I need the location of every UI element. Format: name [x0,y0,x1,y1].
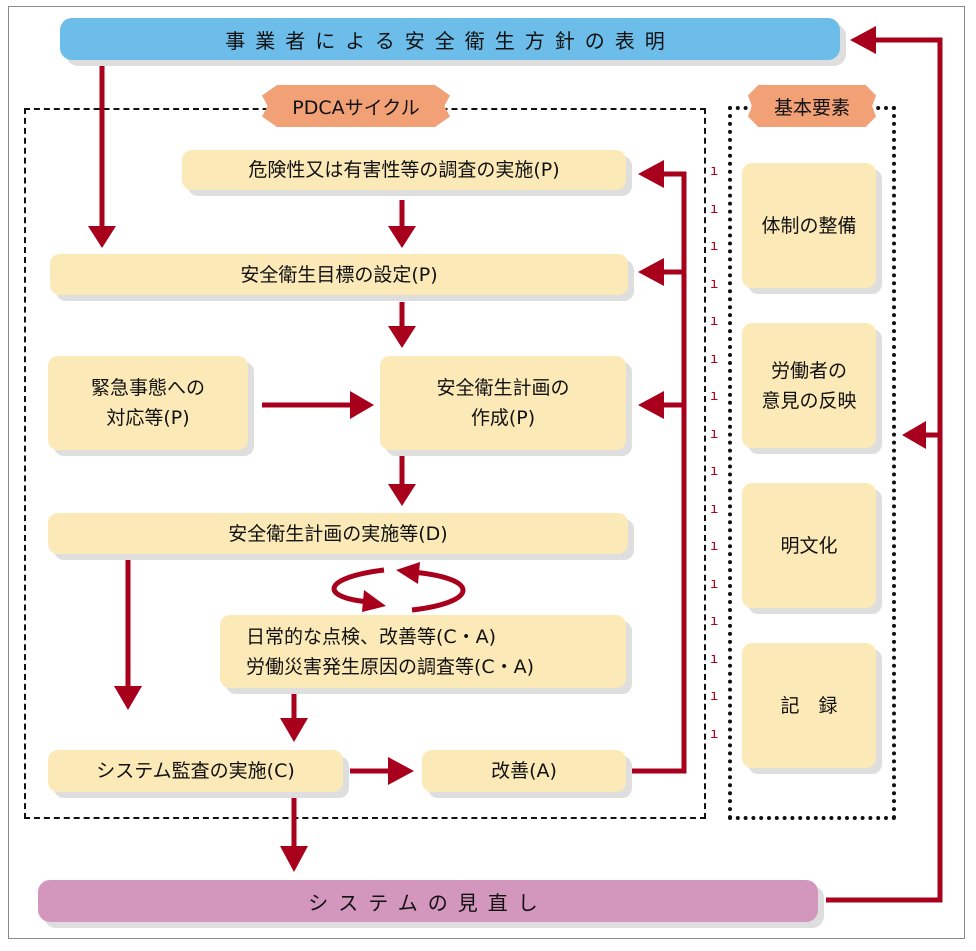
step-emergency: 緊急事態への 対応等(P) [48,356,248,450]
element-documentation: 明文化 [742,483,876,608]
element-label: 明文化 [780,534,838,557]
pdca-cycle-title: PDCAサイクル [292,96,420,119]
connector-mark: ı [710,388,719,404]
step-label-line1: 日常的な点検、改善等(C・A) [246,625,497,648]
step-plan-execution: 安全衛生計画の実施等(D) [48,513,628,554]
system-review-bar: システムの見直し [38,880,818,922]
arrowhead [388,326,416,348]
arrowhead [388,484,416,506]
connector-mark: ı [710,350,719,367]
connector-mark: ı [710,725,719,742]
element-records: 記 録 [742,643,876,768]
arrowhead [850,26,876,54]
connector-mark: ı [710,538,719,554]
arrowhead [114,686,142,710]
step-label: 安全衛生計画の実施等(D) [228,522,448,545]
connector-mark: ı [710,688,719,704]
arrowhead [280,846,308,872]
step-label: 安全衛生目標の設定(P) [240,263,438,286]
arrowhead [396,562,420,584]
arrowhead [362,590,386,612]
connector-mark: ı [710,163,719,179]
arrowhead [88,226,116,248]
policy-statement-label: 事業者による安全衛生方針の表明 [225,28,675,53]
connector-mark: ı [710,613,719,629]
basic-elements-tag: 基本要素 [748,85,876,127]
policy-statement-bar: 事業者による安全衛生方針の表明 [60,18,840,60]
element-label: 記 録 [780,694,838,717]
arrowhead [638,160,664,188]
step-daily-check: 日常的な点検、改善等(C・A) 労働災害発生原因の調査等(C・A) [220,615,626,688]
basic-elements-title: 基本要素 [773,96,850,119]
connector-mark: ı [710,575,719,592]
element-label-line2: 意見の反映 [761,389,857,412]
connector-mark: ı [710,238,719,254]
connector-mark: ı [710,313,719,329]
arrowhead [350,391,374,419]
arrowhead [638,258,664,286]
arrowhead [638,391,664,419]
step-label-line2: 作成(P) [470,407,536,429]
step-improvement: 改善(A) [422,750,626,792]
element-organization: 体制の整備 [742,163,876,288]
arrowhead [902,421,926,449]
element-label-line1: 労働者の [770,359,847,382]
element-label: 体制の整備 [761,214,857,237]
arrowhead [388,226,416,248]
cycle-arrow-left [331,567,385,605]
connector-mark: ı [710,500,719,517]
step-label-line2: 労働災害発生原因の調査等(C・A) [246,655,535,678]
arrowhead [388,757,414,785]
step-label: 危険性又は有害性等の調査の実施(P) [248,159,560,181]
diagram-frame [8,6,965,939]
system-review-label: システムの見直し [308,890,548,915]
step-label: 改善(A) [491,760,557,782]
step-plan-creation: 安全衛生計画の 作成(P) [380,356,626,450]
connector-mark: ı [710,275,719,292]
step-risk-survey: 危険性又は有害性等の調査の実施(P) [182,150,626,190]
arrow-review-to-policy [826,37,943,903]
step-label-line1: 安全衛生計画の [436,377,570,399]
pdca-cycle-tag: PDCAサイクル [262,85,450,127]
step-label-line2: 対応等(P) [106,407,190,429]
step-objectives: 安全衛生目標の設定(P) [50,254,628,295]
connector-mark: ı [710,463,719,479]
element-worker-opinion: 労働者の 意見の反映 [742,323,876,448]
connector-mark: ı [710,200,719,217]
cycle-arrow-right [411,569,466,613]
step-system-audit: システム監査の実施(C) [48,750,343,792]
arrow-improvement-feedback [632,171,687,774]
step-label: システム監査の実施(C) [96,760,295,782]
connector-mark: ı [710,650,719,667]
connector-mark: ı [710,425,719,442]
arrowhead [280,718,308,742]
step-label-line1: 緊急事態への [90,377,205,399]
